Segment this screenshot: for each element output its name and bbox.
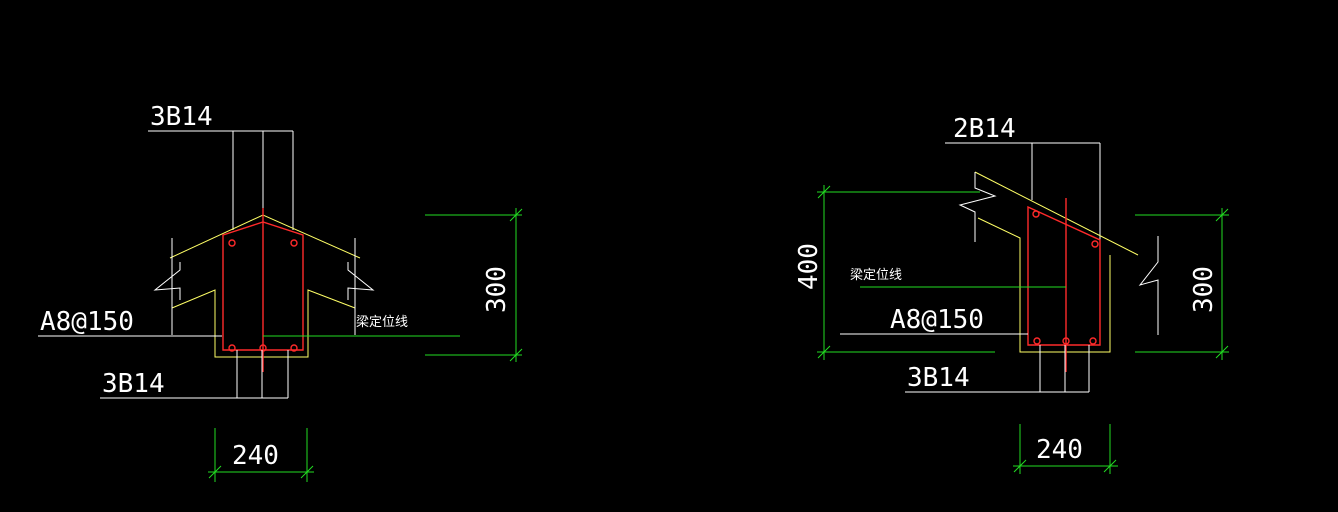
right-locator-label: 梁定位线 [850, 268, 902, 283]
left-height-dimension [425, 208, 523, 362]
left-width-dimension [208, 428, 314, 482]
right-left-height-dimension [817, 185, 995, 360]
right-top-leader [945, 142, 1101, 240]
left-top-bar-label: 3B14 [150, 102, 213, 132]
right-width-dimension [1013, 424, 1118, 474]
right-top-bar-label: 2B14 [953, 114, 1016, 144]
right-height-dimension [1135, 208, 1229, 360]
right-height-dim-label: 300 [1189, 266, 1219, 313]
left-stirrup-label: A8@150 [40, 307, 134, 337]
right-stirrup [1027, 198, 1101, 372]
right-outline [958, 171, 1159, 353]
left-bottom-bar-label: 3B14 [102, 369, 165, 399]
right-stirrup-label: A8@150 [890, 305, 984, 335]
left-width-dim-label: 240 [232, 441, 279, 471]
left-top-leader [148, 130, 294, 230]
right-bottom-bar-label: 3B14 [907, 363, 970, 393]
right-beam-section: 2B14 400 梁定位线 [794, 114, 1229, 474]
left-bottom-leader [100, 350, 289, 399]
right-width-dim-label: 240 [1036, 435, 1083, 465]
right-left-height-dim-label: 400 [794, 243, 824, 290]
left-locator-label: 梁定位线 [356, 315, 408, 330]
left-stirrup [222, 208, 304, 372]
left-beam-section: 3B14 A8@150 [38, 102, 523, 482]
right-bottom-leader [905, 345, 1090, 393]
left-height-dim-label: 300 [482, 266, 512, 313]
